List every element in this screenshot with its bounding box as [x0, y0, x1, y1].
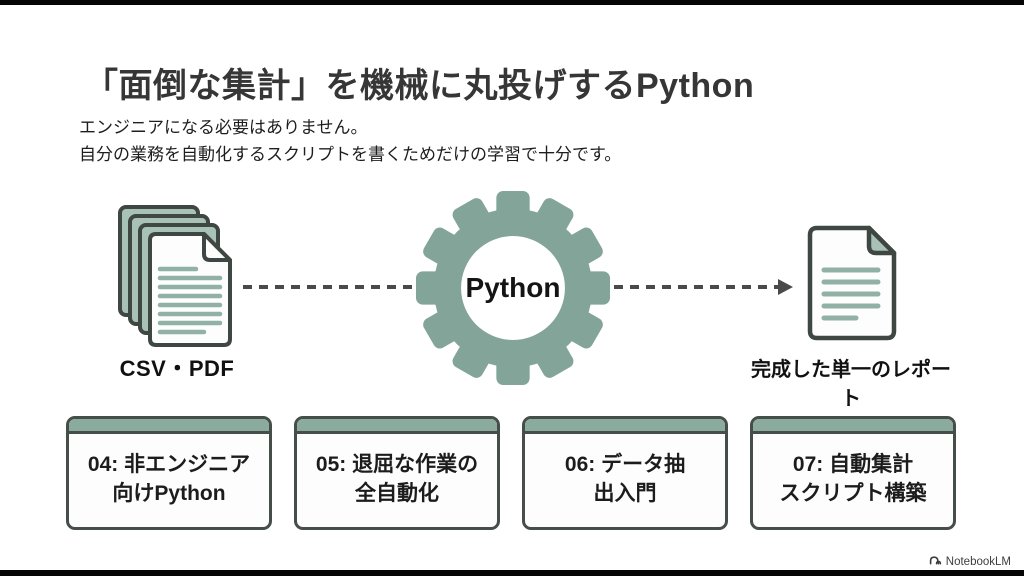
card-chapter-07: 07: 自動集計 スクリプト構築 [750, 416, 956, 530]
footer-brand: NotebookLM [929, 555, 1011, 568]
chapter-cards-row: 04: 非エンジニア 向けPython 05: 退屈な作業の 全自動化 06: … [66, 416, 956, 530]
card-label: 07: 自動集計 スクリプト構築 [779, 452, 927, 505]
card-header-bar [297, 419, 497, 434]
card-label: 05: 退屈な作業の 全自動化 [315, 452, 479, 505]
card-label: 06: データ抽 出入門 [564, 452, 686, 505]
card-chapter-06: 06: データ抽 出入門 [522, 416, 728, 530]
stacked-documents-icon [118, 205, 232, 347]
footer-brand-label: NotebookLM [945, 555, 1011, 568]
document-icon [807, 225, 897, 341]
output-label: 完成した単一のレポート [751, 359, 951, 410]
letterbox-top [0, 0, 1024, 5]
card-header-bar [69, 419, 269, 434]
dashed-connector-left [243, 285, 413, 289]
source-label: CSV・PDF [119, 356, 235, 381]
card-header-bar [753, 419, 953, 434]
arrow-right-icon [778, 279, 793, 295]
page-title: 「面倒な集計」を機械に丸投げするPython [84, 67, 755, 105]
letterbox-bottom [0, 570, 1024, 576]
dashed-connector-right [614, 285, 778, 289]
gear-icon [415, 190, 611, 386]
gear-python-label: Python [465, 272, 561, 303]
page-subtitle: エンジニアになる必要はありません。 自分の業務を自動化するスクリプトを書くためだ… [79, 118, 622, 164]
card-label: 04: 非エンジニア 向けPython [87, 452, 251, 505]
card-chapter-04: 04: 非エンジニア 向けPython [66, 416, 272, 530]
notebooklm-logo-icon [929, 556, 941, 565]
card-chapter-05: 05: 退屈な作業の 全自動化 [294, 416, 500, 530]
card-header-bar [525, 419, 725, 434]
